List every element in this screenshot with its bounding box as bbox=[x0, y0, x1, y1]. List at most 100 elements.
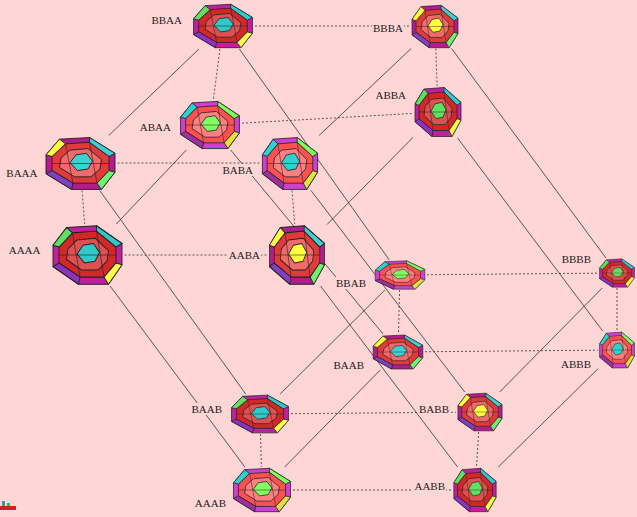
polytope-facet bbox=[181, 103, 198, 119]
polytope-facet bbox=[218, 101, 240, 118]
polytope-facet bbox=[406, 261, 424, 271]
polytope-node: AABA bbox=[267, 224, 327, 286]
polytope-edge bbox=[404, 338, 409, 365]
vertex-label: BABB bbox=[418, 403, 450, 415]
polytope-node: AAAB bbox=[231, 467, 293, 513]
polytope-facet bbox=[77, 243, 100, 262]
hypercube-edge bbox=[436, 49, 437, 87]
polytope-edge bbox=[481, 472, 486, 506]
hypercube-edge bbox=[476, 432, 478, 467]
polytope-facet bbox=[625, 277, 634, 287]
polytope-node: AAAA bbox=[50, 224, 125, 286]
polytope-facet bbox=[181, 101, 240, 148]
polytope-node: BABA bbox=[260, 136, 320, 191]
hypercube-edge bbox=[292, 191, 295, 225]
polytope-facet bbox=[392, 269, 408, 278]
vertex-label: BAAB bbox=[332, 359, 365, 371]
polytope-facet bbox=[231, 4, 253, 20]
polytope-node: ABBB bbox=[598, 331, 636, 369]
vertex-label: AABA bbox=[228, 249, 261, 261]
polytope-facet bbox=[53, 228, 73, 247]
polytope-figure bbox=[598, 331, 636, 369]
polytope-facet bbox=[390, 345, 406, 356]
vertex-label: ABBA bbox=[374, 89, 407, 101]
polytope-edge bbox=[406, 263, 411, 285]
vertex-label: AABB bbox=[413, 480, 446, 492]
polytope-facet bbox=[214, 17, 233, 31]
polytope-facet bbox=[304, 226, 324, 247]
hypercube-edge bbox=[320, 286, 457, 467]
polytope-facet bbox=[449, 119, 461, 137]
polytope-facet bbox=[612, 343, 623, 355]
polytope-edge bbox=[379, 275, 420, 276]
polytope-edge bbox=[444, 92, 449, 131]
polytope-edge bbox=[377, 352, 418, 353]
polytope-facet bbox=[231, 396, 247, 409]
vertex-label: AAAA bbox=[8, 244, 42, 256]
polytope-edge bbox=[59, 255, 116, 256]
polytope-facet bbox=[428, 18, 443, 32]
polytope-facet bbox=[415, 119, 433, 137]
polytope-facet bbox=[96, 226, 122, 247]
polytope-facet bbox=[412, 32, 430, 47]
polytope-edge bbox=[416, 26, 454, 27]
hypercube-edge bbox=[285, 370, 381, 467]
hypercube-edge bbox=[82, 191, 85, 225]
polytope-facet bbox=[262, 139, 278, 156]
polytope-facet bbox=[269, 228, 285, 247]
polytope-facet bbox=[412, 6, 425, 20]
polytope-facet bbox=[458, 393, 502, 431]
polytope-edge bbox=[297, 142, 303, 183]
polytope-facet bbox=[231, 395, 288, 433]
polytope-facet bbox=[373, 336, 387, 347]
hypercube-edge bbox=[239, 49, 389, 260]
polytope-facet bbox=[233, 468, 290, 511]
polytope-node: BAAB bbox=[229, 394, 291, 434]
polytope-facet bbox=[454, 468, 496, 511]
hypercube-edge bbox=[311, 191, 465, 393]
polytope-facet bbox=[431, 102, 446, 118]
polytope-edge bbox=[238, 490, 285, 491]
polytope-facet bbox=[415, 89, 428, 105]
polytope-facet bbox=[262, 137, 317, 189]
polytope-facet bbox=[253, 481, 272, 495]
hypercube-edge bbox=[100, 191, 246, 395]
polytope-facet bbox=[622, 259, 635, 269]
polytope-edge bbox=[231, 8, 237, 42]
polytope-node: BABB bbox=[456, 392, 504, 432]
polytope-edge bbox=[267, 163, 313, 164]
polytope-facet bbox=[303, 170, 317, 189]
polytope-facet bbox=[233, 470, 249, 484]
polytope-edge bbox=[304, 231, 310, 277]
hypercube-edge bbox=[110, 286, 245, 467]
polytope-node: BAAB bbox=[371, 334, 425, 370]
polytope-figure bbox=[43, 136, 118, 191]
polytope-facet bbox=[373, 357, 392, 369]
polytope-facet bbox=[89, 137, 115, 156]
polytope-facet bbox=[444, 87, 461, 105]
polytope-facet bbox=[412, 5, 458, 47]
polytope-edge bbox=[419, 112, 457, 113]
corner-icon bbox=[0, 496, 18, 512]
polytope-figure bbox=[50, 224, 125, 286]
polytope-figure bbox=[178, 100, 242, 150]
polytope-facet bbox=[415, 87, 461, 136]
polytope-edge bbox=[52, 163, 109, 164]
polytope-facet bbox=[53, 226, 122, 284]
vertex-label: BBBB bbox=[561, 253, 592, 265]
polytope-facet bbox=[600, 333, 610, 345]
polytope-figure bbox=[413, 86, 463, 138]
hypercube-edge bbox=[452, 49, 606, 259]
polytope-facet bbox=[600, 332, 635, 368]
polytope-edge bbox=[458, 490, 493, 491]
polytope-facet bbox=[201, 116, 220, 132]
hypercube-edge bbox=[500, 288, 603, 392]
polytope-facet bbox=[276, 496, 291, 512]
polytope-facet bbox=[473, 405, 487, 418]
polytope-edge bbox=[199, 26, 248, 27]
polytope-facet bbox=[269, 226, 324, 284]
polytope-facet bbox=[194, 4, 253, 47]
vertex-label: BABA bbox=[221, 164, 254, 176]
polytope-facet bbox=[262, 170, 284, 189]
polytope-node: ABBA bbox=[413, 86, 463, 138]
